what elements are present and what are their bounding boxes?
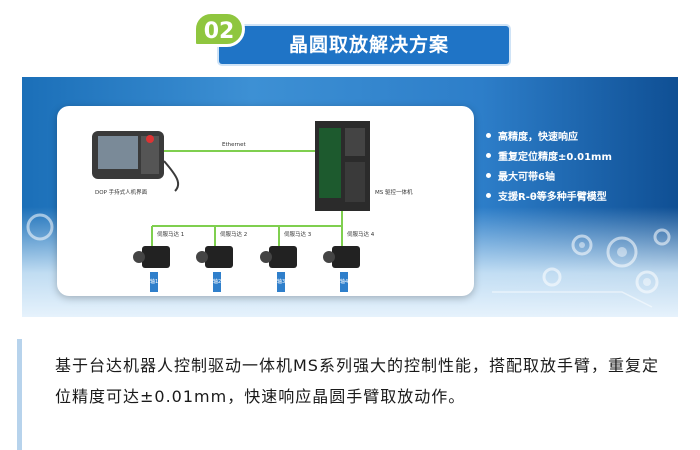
feature-item: 最大可带6轴 bbox=[486, 165, 676, 185]
bullet-icon bbox=[486, 172, 491, 178]
axis-tag: 轴4 bbox=[340, 279, 349, 285]
topology-lines bbox=[92, 121, 370, 292]
drive-label: MS 驱控一体机 bbox=[375, 190, 413, 196]
servo-label: 伺服马达 2 bbox=[220, 232, 248, 238]
ethernet-label: Ethernet bbox=[222, 142, 246, 148]
description-text: 基于台达机器人控制驱动一体机MS系列强大的控制性能，搭配取放手臂，重复定位精度可… bbox=[55, 356, 659, 406]
section-header: 晶圆取放解决方案 02 bbox=[193, 8, 513, 66]
section-title: 晶圆取放解决方案 bbox=[288, 34, 449, 56]
axis-tag: 轴3 bbox=[277, 279, 286, 285]
bullet-icon bbox=[486, 192, 491, 198]
hero-banner: DOP 手持式人机界面 Ethernet MS 驱控一体机 伺服马达 1 伺服马… bbox=[22, 77, 678, 317]
servo-label: 伺服马达 4 bbox=[347, 232, 375, 238]
section-number-badge: 02 bbox=[193, 11, 245, 47]
feature-item: 高精度，快速响应 bbox=[486, 125, 676, 145]
controller-label: DOP 手持式人机界面 bbox=[95, 190, 148, 196]
axis-tag: 轴2 bbox=[213, 279, 222, 285]
servo-label: 伺服马达 3 bbox=[284, 232, 312, 238]
feature-list: 高精度，快速响应 重复定位精度±0.01mm 最大可带6轴 支援R-θ等多种手臂… bbox=[486, 125, 676, 205]
pendant-icon bbox=[92, 131, 180, 192]
feature-item: 支援R-θ等多种手臂模型 bbox=[486, 185, 676, 205]
bullet-icon bbox=[486, 132, 491, 138]
ms-drive-icon bbox=[315, 121, 370, 211]
feature-item: 重复定位精度±0.01mm bbox=[486, 145, 676, 165]
accent-bar bbox=[17, 339, 22, 450]
gear-decoration-icon bbox=[26, 213, 671, 308]
bullet-icon bbox=[486, 152, 491, 158]
axis-tag: 轴1 bbox=[150, 279, 159, 285]
title-bar: 晶圆取放解决方案 bbox=[219, 26, 509, 64]
servo-label: 伺服马达 1 bbox=[157, 232, 185, 238]
system-diagram: DOP 手持式人机界面 Ethernet MS 驱控一体机 伺服马达 1 伺服马… bbox=[57, 106, 474, 296]
servo-motor-icon bbox=[142, 246, 360, 268]
